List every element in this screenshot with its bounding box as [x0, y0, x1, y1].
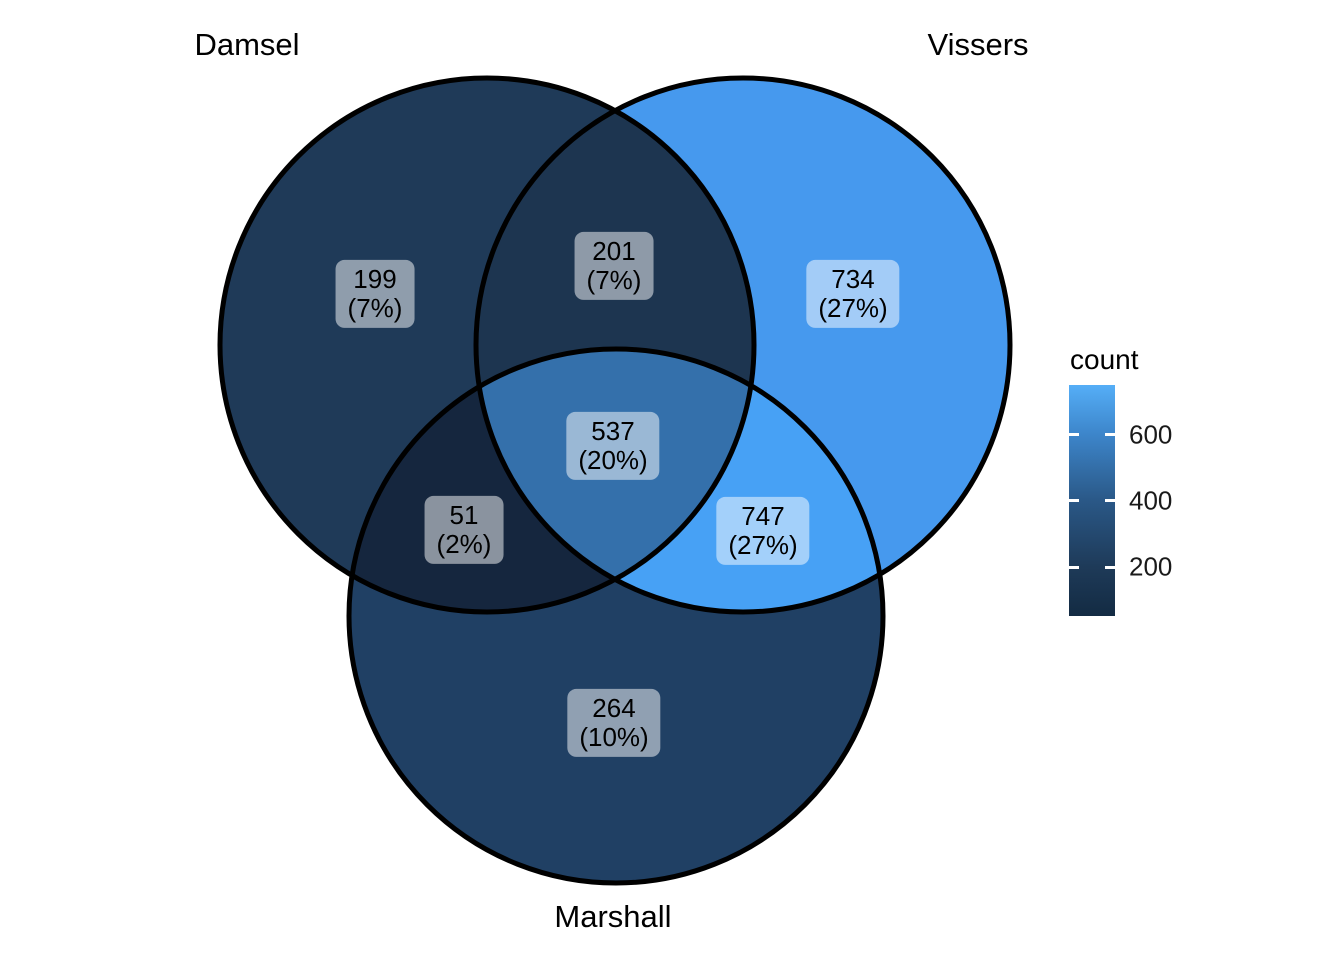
count-label-damsel-only: 199 (7%) — [335, 259, 415, 329]
count-value: 201 — [592, 235, 636, 266]
count-label-center: 537 (20%) — [566, 411, 660, 481]
set-label-damsel: Damsel — [194, 27, 300, 62]
count-label-vissers-only: 734 (27%) — [806, 259, 900, 329]
count-value: 747 — [741, 500, 785, 531]
count-percent: (27%) — [728, 530, 798, 560]
count-value: 537 — [591, 415, 635, 446]
count-percent: (2%) — [436, 529, 492, 559]
legend-title: count — [1070, 344, 1139, 375]
legend-tick-label-200: 200 — [1129, 551, 1173, 582]
count-label-vissers-marshall: 747 (27%) — [716, 496, 810, 566]
legend-tick-label-600: 600 — [1129, 419, 1173, 450]
count-percent: (27%) — [818, 293, 888, 323]
vissers-circle-outline — [473, 75, 1013, 615]
legend-tick-600-left — [1069, 433, 1079, 436]
count-value: 734 — [831, 263, 875, 294]
legend-tick-400-right — [1105, 499, 1115, 502]
count-label-marshall-only: 264 (10%) — [567, 688, 661, 758]
legend-tick-400-left — [1069, 499, 1079, 502]
marshall-circle-outline — [346, 346, 886, 886]
legend-tick-label-400: 400 — [1129, 485, 1173, 516]
count-percent: (20%) — [578, 445, 648, 475]
set-label-vissers: Vissers — [927, 27, 1029, 62]
legend-gradient-bar — [1069, 385, 1115, 616]
legend-tick-600-right — [1105, 433, 1115, 436]
legend-tick-200-left — [1069, 566, 1079, 569]
count-percent: (7%) — [347, 293, 403, 323]
count-label-damsel-vissers: 201 (7%) — [574, 231, 654, 301]
count-value: 264 — [592, 692, 636, 723]
damsel-circle-outline — [217, 75, 757, 615]
count-value: 199 — [353, 263, 397, 294]
count-percent: (10%) — [579, 722, 649, 752]
count-label-damsel-marshall: 51 (2%) — [424, 495, 504, 565]
count-value: 51 — [449, 499, 479, 530]
set-label-marshall: Marshall — [554, 899, 672, 934]
count-percent: (7%) — [586, 265, 642, 295]
legend-tick-200-right — [1105, 566, 1115, 569]
